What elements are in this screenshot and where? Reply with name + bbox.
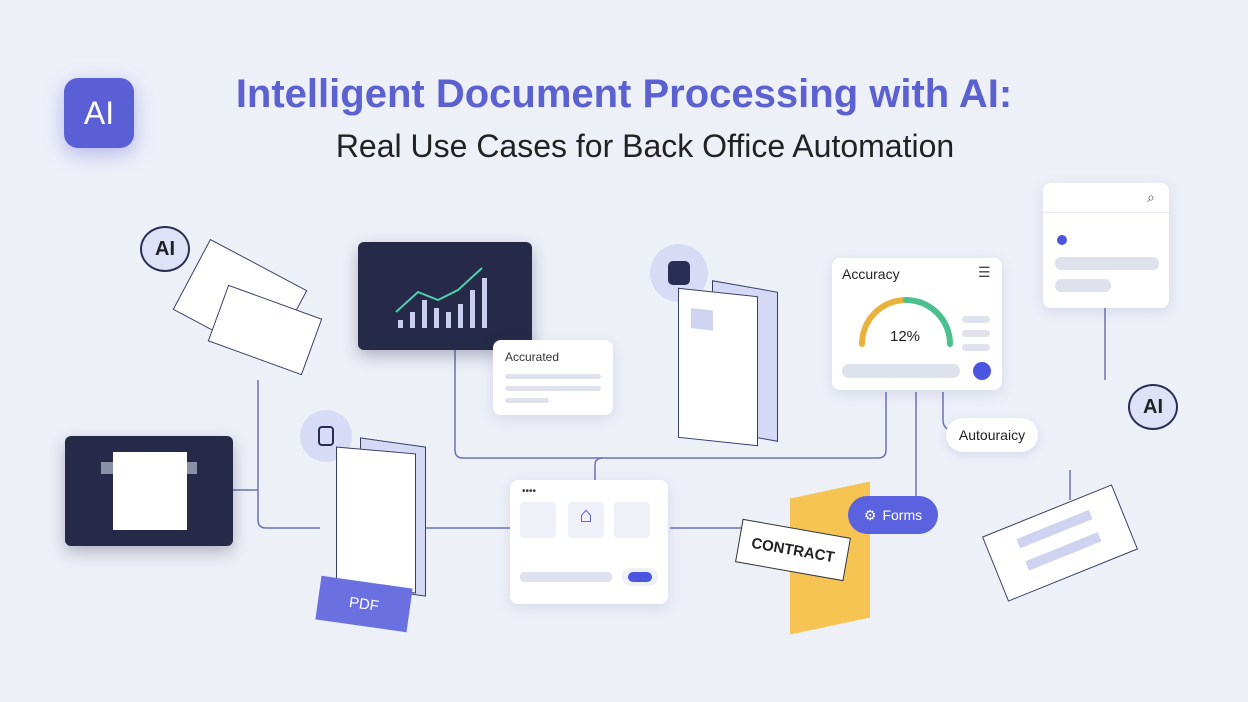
accuracy-gauge [859,297,953,347]
autouraicy-label: Autouraicy [946,418,1038,452]
dot-icon [1057,235,1067,245]
page-subtitle: Real Use Cases for Back Office Automatio… [335,128,955,164]
accuracy-card: Accuracy ☰ 12% [832,258,1002,390]
forms-badge[interactable]: ⚙ Forms [848,496,938,534]
chart-panel [358,242,532,350]
status-dot[interactable] [973,362,991,380]
forms-label: Forms [882,507,923,523]
accurated-card: Accurated [493,340,613,415]
document-icon [113,452,187,530]
accuracy-title: Accuracy [842,266,900,282]
accurated-title: Accurated [505,350,560,364]
menu-icon[interactable]: ☰ [978,264,991,280]
document-icon [336,446,416,594]
bar-chart-icon [614,502,650,538]
ai-bubble-left: AI [140,226,190,272]
search-card: ⌕ [1043,183,1169,308]
bar-chart-icon [520,502,556,538]
document-icon [678,287,758,447]
ai-bubble-right: AI [1128,384,1178,430]
search-icon[interactable]: ⌕ [1147,189,1155,205]
ai-logo: AI [64,78,134,148]
home-icon[interactable]: ⌂ [568,502,604,538]
accuracy-value: 12% [890,328,921,345]
gear-icon: ⚙ [863,506,877,523]
scanner-panel [65,436,233,546]
page-title: Intelligent Document Processing with AI: [235,72,1013,116]
line-chart-icon [395,267,487,328]
dashboard-card: •••• ⌂ [510,480,668,604]
